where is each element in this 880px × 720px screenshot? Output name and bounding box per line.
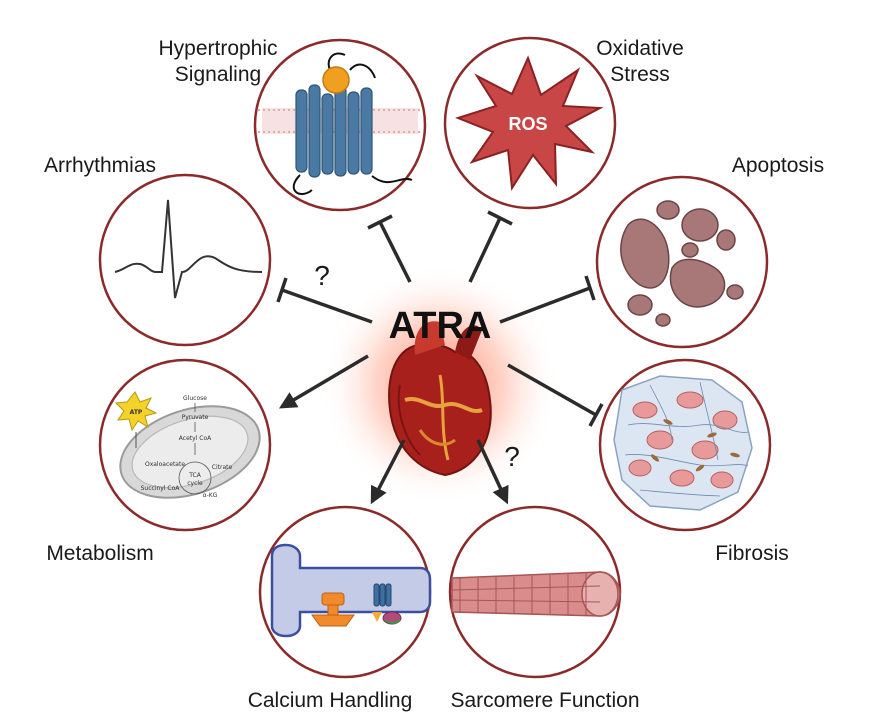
node-metabolism: ATP Glucose Pyruvate Acetyl CoA Oxaloace…: [98, 358, 272, 532]
receptor-icon: [295, 84, 373, 178]
pathway-oxaloacetate: Oxaloacetate: [145, 461, 185, 468]
node-hypertrophic: [253, 38, 427, 212]
ecg-trace-icon: [114, 199, 263, 299]
question-mark-sarcomere: ?: [504, 441, 520, 472]
node-oxidative: ROS: [443, 36, 617, 210]
node-apoptosis: [595, 175, 769, 349]
label-oxidative-1: Oxidative: [596, 37, 684, 60]
ros-label: ROS: [508, 114, 547, 134]
node-sarcomere: [448, 505, 622, 679]
pathway-acetyl-coa: Acetyl CoA: [179, 435, 212, 442]
t-tubule-icon: [270, 543, 432, 638]
ligand-icon: [322, 66, 350, 94]
pathway-citrate: Citrate: [212, 464, 233, 471]
atp-label: ATP: [130, 409, 143, 416]
inhibit-hypertrophic: [367, 214, 412, 283]
label-metabolism: Metabolism: [46, 542, 153, 565]
label-hypertrophic-2: Signaling: [175, 63, 261, 86]
arrow-metabolism: [278, 354, 369, 409]
arrow-calcium: [370, 439, 406, 505]
inhibit-oxidative: [468, 210, 513, 283]
node-arrhythmias: [98, 173, 272, 347]
atp-burst-icon: [114, 391, 158, 432]
pathway-akg: α-KG: [203, 492, 218, 499]
label-oxidative-2: Stress: [610, 63, 670, 86]
node-fibrosis: [598, 358, 772, 532]
node-calcium: [258, 505, 432, 679]
pathway-pyruvate: Pyruvate: [182, 414, 209, 421]
label-arrhythmias: Arrhythmias: [44, 154, 156, 177]
apoptotic-cells-icon: [620, 200, 744, 327]
label-apoptosis: Apoptosis: [732, 154, 824, 177]
tca-cycle-ring: [178, 461, 212, 495]
label-hypertrophic-1: Hypertrophic: [158, 37, 277, 60]
arrow-sarcomere: [476, 439, 509, 505]
question-mark-arrhythmias: ?: [314, 260, 330, 291]
pathway-succinyl-coa: Succinyl CoA: [141, 485, 181, 492]
inhibit-arrhythmias: [276, 277, 373, 324]
pathway-cycle: cycle: [187, 480, 203, 487]
ltype-channel-icon: [373, 583, 392, 607]
pathway-glucose: Glucose: [183, 395, 207, 402]
pathway-tca: TCA: [188, 472, 202, 479]
heart-icon: [388, 321, 492, 477]
label-calcium: Calcium Handling: [248, 689, 413, 712]
label-fibrosis: Fibrosis: [715, 542, 789, 565]
inhibit-apoptosis: [499, 275, 596, 324]
atra-label: ATRA: [389, 305, 492, 347]
muscle-fiber-icon: [451, 571, 621, 617]
label-sarcomere: Sarcomere Function: [450, 689, 639, 712]
inhibit-fibrosis: [507, 363, 604, 427]
ryanodine-receptor-icon: [311, 592, 355, 627]
ros-burst-icon: [455, 55, 604, 191]
